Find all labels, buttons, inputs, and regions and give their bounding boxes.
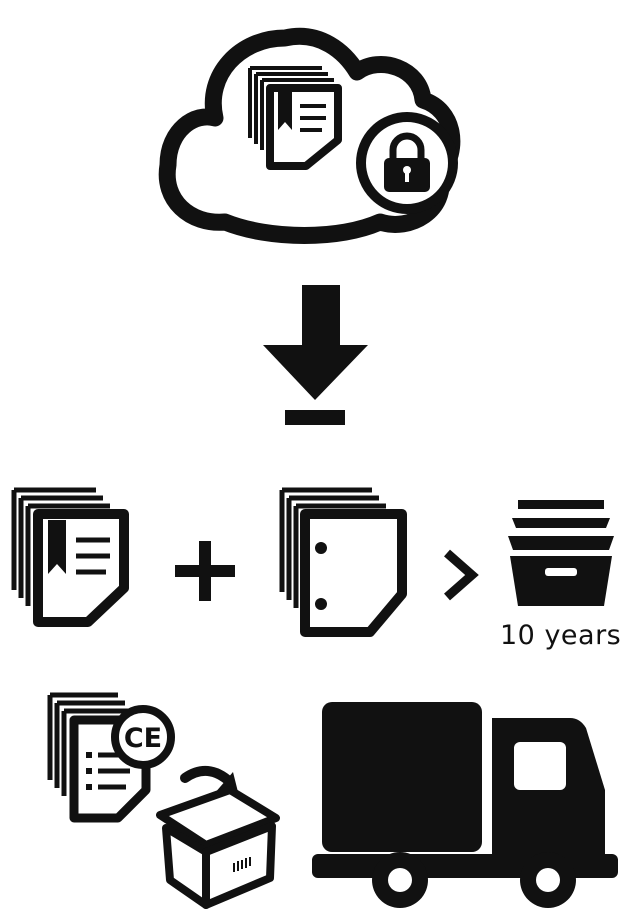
download-arrow-icon (263, 285, 368, 425)
archive-box-icon (508, 500, 614, 606)
archive-duration-label: 10 years (500, 620, 622, 651)
cloud-storage-group (158, 27, 461, 244)
ce-document-icon: CE (47, 692, 175, 823)
document-stack-icon (11, 487, 129, 627)
document-stack-icon (248, 66, 342, 170)
binder-stack-icon (279, 487, 407, 637)
ce-badge (111, 705, 175, 769)
chevron-right-icon (444, 549, 479, 601)
padlock-icon (356, 112, 458, 214)
ce-badge-text: CE (124, 723, 162, 754)
plus-icon (175, 541, 235, 601)
package-box-icon (156, 766, 280, 909)
delivery-truck-icon (312, 702, 618, 908)
